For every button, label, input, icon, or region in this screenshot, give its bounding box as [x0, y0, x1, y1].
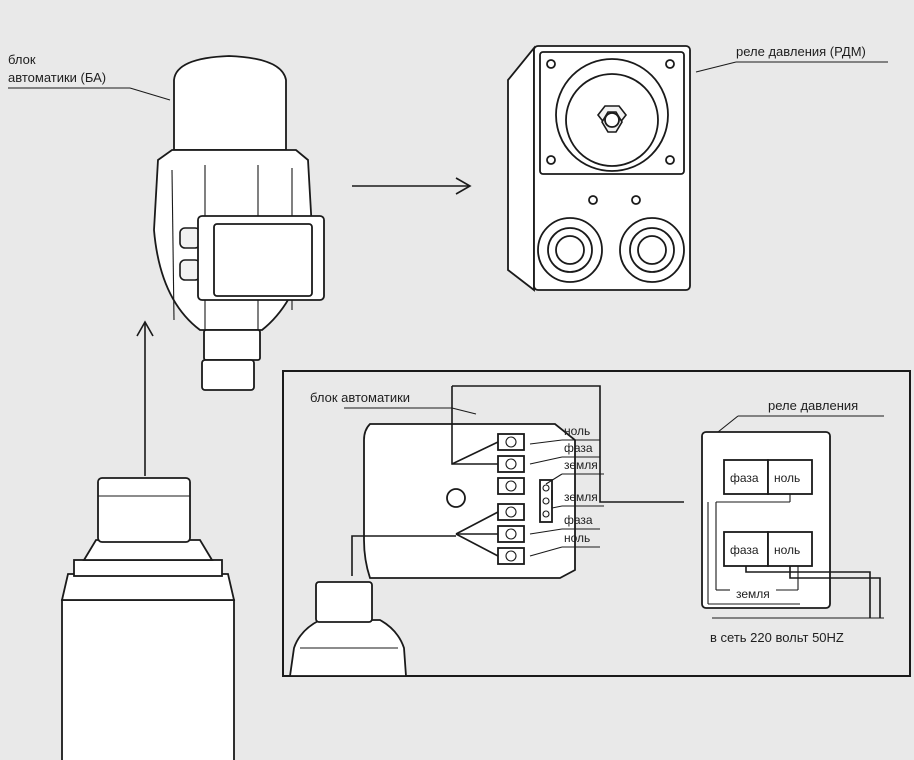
pressure-relay-device [507, 45, 691, 292]
relay-nol-top-label: ноль [774, 471, 800, 485]
relay-faza-top-label: фаза [730, 471, 759, 485]
pump-device [60, 477, 236, 760]
terminal-label-nol-1: ноль [564, 424, 590, 438]
schematic-pressure-relay: фаза ноль фаза ноль земля [701, 431, 831, 609]
pressure-relay-label-text: реле давления (РДМ) [736, 44, 866, 59]
automation-terminal-labels: ноль фаза земля земля фаза ноль [529, 424, 604, 557]
schematic-pump [288, 581, 407, 677]
terminal-label-zemlya-2: земля [564, 490, 598, 504]
schematic-automation-label-text: блок автоматики [310, 390, 410, 405]
relay-faza-bottom-label: фаза [730, 543, 759, 557]
mains-wires: в сеть 220 вольт 50HZ [710, 566, 884, 645]
terminal-label-nol-2: ноль [564, 531, 590, 545]
terminal-label-zemlya-1: земля [564, 458, 598, 472]
pressure-relay-label: реле давления (РДМ) [695, 44, 888, 73]
arrow-right [352, 177, 472, 195]
arrow-up [136, 320, 154, 476]
relay-nol-bottom-label: ноль [774, 543, 800, 557]
relay-zemlya-label: земля [736, 587, 770, 601]
automation-unit-device [153, 55, 325, 391]
schematic-automation-label: блок автоматики [310, 390, 477, 415]
schematic-automation-block [363, 423, 576, 579]
wiring-schematic-frame [282, 370, 911, 677]
mains-label: в сеть 220 вольт 50HZ [710, 630, 844, 645]
terminal-label-faza-1: фаза [564, 441, 593, 455]
terminal-label-faza-2: фаза [564, 513, 593, 527]
schematic-relay-label: реле давления [717, 398, 884, 433]
automation-unit-label-line2: автоматики (БА) [8, 70, 106, 85]
automation-wires [351, 385, 684, 576]
automation-unit-label: блок автоматики (БА) [8, 52, 171, 101]
automation-unit-label-line1: блок [8, 52, 36, 67]
schematic-relay-label-text: реле давления [768, 398, 858, 413]
